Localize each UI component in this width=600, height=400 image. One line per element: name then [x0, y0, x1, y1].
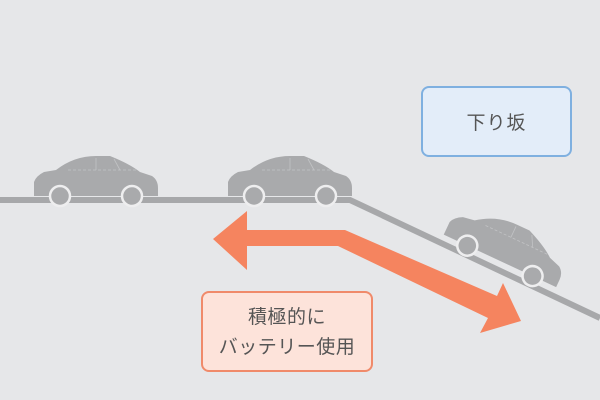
battery-usage-label: 積極的に バッテリー使用 [201, 291, 373, 372]
battery-text-line2: バッテリー使用 [218, 335, 356, 358]
battery-text-line1: 積極的に [247, 305, 326, 328]
road [0, 197, 600, 321]
double-arrow-icon [213, 211, 521, 333]
downhill-label: 下り坂 [421, 86, 572, 157]
downhill-text: 下り坂 [466, 112, 527, 134]
